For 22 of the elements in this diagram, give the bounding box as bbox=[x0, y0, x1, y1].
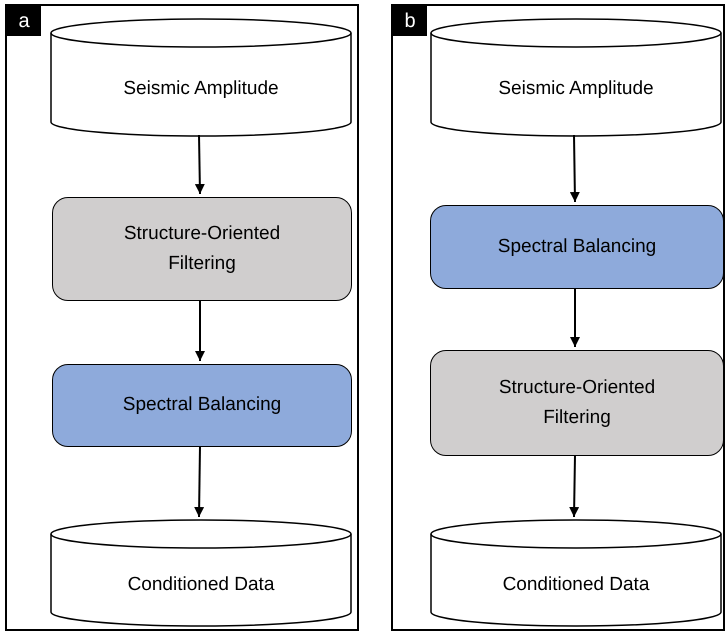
arrow bbox=[569, 454, 580, 518]
node-text: Conditioned Data bbox=[128, 572, 274, 597]
panel-label: a bbox=[7, 6, 41, 36]
process-box bbox=[430, 350, 724, 456]
arrow bbox=[194, 446, 204, 518]
process-box bbox=[52, 364, 352, 447]
node-text: Spectral Balancing bbox=[498, 234, 656, 259]
node-text: Seismic Amplitude bbox=[498, 77, 654, 102]
node-text: Seismic Amplitude bbox=[123, 77, 279, 102]
arrow bbox=[195, 300, 205, 361]
arrow bbox=[570, 134, 580, 202]
panel-frame bbox=[391, 4, 725, 631]
node-text: Structure-Oriented Filtering bbox=[498, 376, 656, 430]
panel-frame bbox=[5, 4, 359, 631]
process-box bbox=[52, 197, 352, 301]
node-text: Structure-Oriented Filtering bbox=[122, 222, 282, 276]
arrow bbox=[194, 134, 205, 194]
node-text: Spectral Balancing bbox=[122, 393, 282, 418]
arrow bbox=[570, 288, 580, 347]
process-box bbox=[430, 205, 724, 289]
panel-label: b bbox=[393, 6, 427, 36]
node-text: Conditioned Data bbox=[502, 572, 650, 597]
